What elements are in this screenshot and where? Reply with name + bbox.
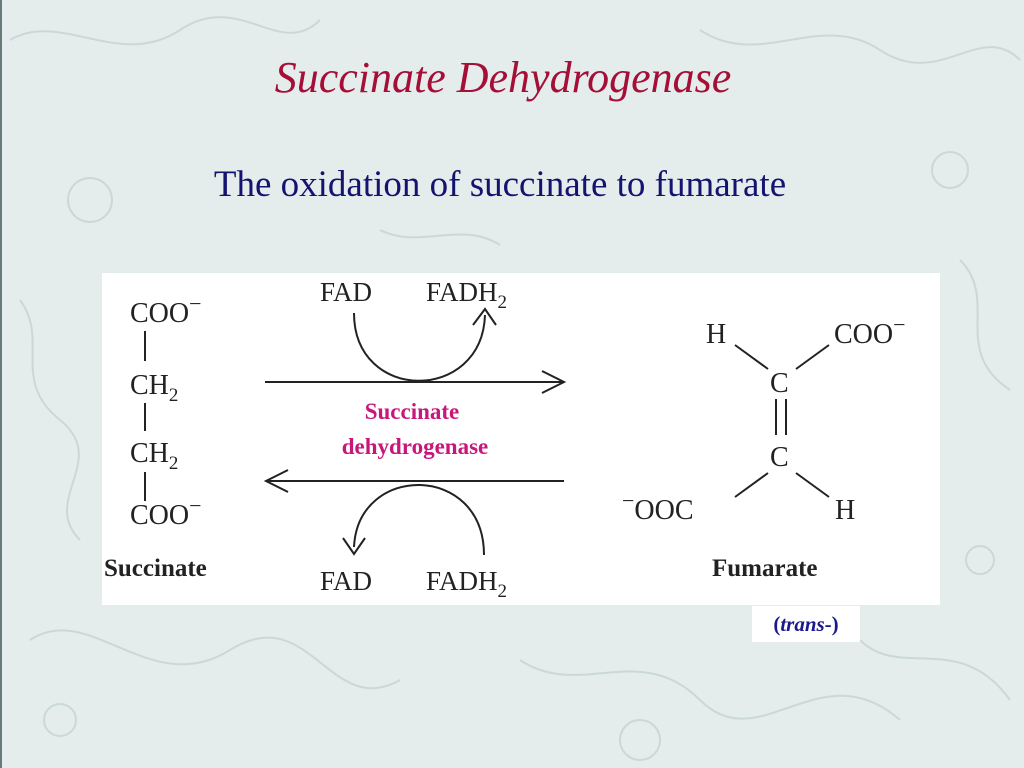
bottom-fadh2-label: FADH2 — [426, 566, 507, 602]
succinate-structure: COO− CH2 CH2 COO− Succinate — [104, 291, 207, 582]
succinate-bottom-group: COO− — [130, 493, 202, 531]
fumarate-coo-top: COO− — [834, 312, 906, 350]
succinate-top-group: COO− — [130, 291, 202, 329]
reaction-diagram: COO− CH2 CH2 COO− Succinate FAD FADH2 Su… — [104, 277, 906, 602]
succinate-mid1-group: CH2 — [130, 370, 178, 406]
fumarate-h-top: H — [706, 319, 726, 350]
bottom-cofactor-curve-icon — [353, 484, 485, 556]
top-fadh2-label: FADH2 — [426, 277, 507, 313]
enzyme-name-line2: dehydrogenase — [342, 434, 489, 459]
fumarate-ooc-bottom: −OOC — [622, 488, 694, 526]
reverse-arrowhead-icon — [263, 469, 289, 493]
succinate-mid2-group: CH2 — [130, 438, 178, 474]
enzyme-name-line1: Succinate — [365, 399, 460, 424]
slide-title: Succinate Dehydrogenase — [274, 53, 732, 102]
fumarate-bond-coo-top — [795, 344, 830, 370]
top-fad-label: FAD — [320, 277, 372, 307]
top-cofactor-arrowhead-icon — [472, 307, 497, 326]
reaction-panel: COO− CH2 CH2 COO− Succinate FAD FADH2 Su… — [102, 273, 940, 605]
fumarate-c-top: C — [770, 368, 789, 399]
trans-italic-text: trans — [780, 612, 825, 636]
forward-arrowhead-icon — [541, 370, 567, 394]
fumarate-bond-h-bottom — [795, 472, 830, 498]
fumarate-c-bottom: C — [770, 442, 789, 473]
trans-close-paren: -) — [824, 612, 839, 636]
top-cofactor-curve-icon — [353, 312, 486, 382]
fumarate-bond-ooc — [734, 472, 769, 498]
trans-isomer-label: (trans-) — [752, 606, 860, 642]
fumarate-label: Fumarate — [712, 555, 818, 582]
left-edge-rule — [0, 0, 2, 768]
slide-subtitle: The oxidation of succinate to fumarate — [213, 164, 787, 205]
fumarate-h-bottom: H — [835, 495, 855, 526]
succinate-label: Succinate — [104, 555, 207, 582]
bottom-cofactor-arrowhead-icon — [342, 537, 366, 556]
fumarate-bond-h-top — [734, 344, 769, 370]
bottom-fad-label: FAD — [320, 566, 372, 596]
trans-open-paren: ( — [773, 612, 781, 636]
fumarate-structure: H COO− C C −OOC H Fumarate — [622, 312, 906, 582]
